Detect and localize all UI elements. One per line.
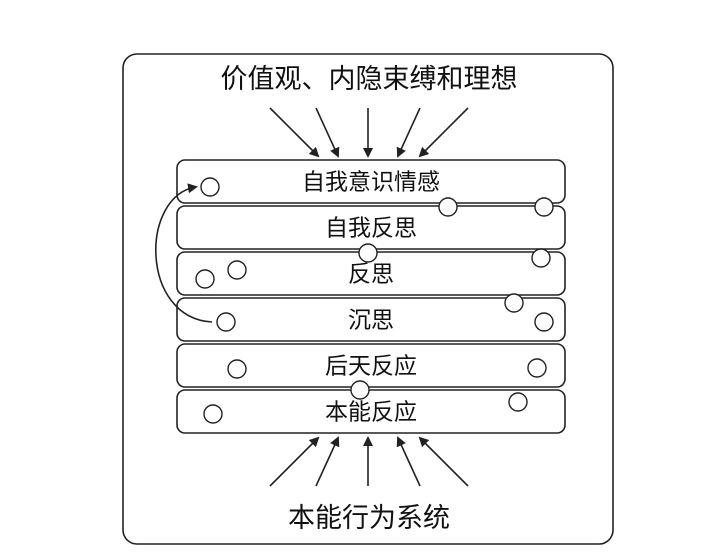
layer-label: 本能反应 <box>325 400 417 426</box>
layer-box <box>176 159 566 204</box>
bottom-arrows <box>269 436 469 487</box>
top-arrow-2 <box>315 107 340 158</box>
bottom-arrow-2 <box>315 436 340 487</box>
layer-box <box>176 297 566 342</box>
layer-label: 沉思 <box>348 308 394 334</box>
top-arrow-5 <box>418 107 469 158</box>
bottom-caption: 本能行为系统 <box>288 503 450 534</box>
feedback-loop-arrow <box>155 183 213 323</box>
bottom-arrow-4 <box>396 436 421 487</box>
top-arrow-4 <box>396 107 421 158</box>
marker <box>227 359 247 379</box>
marker <box>438 197 458 217</box>
layer-label: 自我反思 <box>325 216 417 242</box>
marker <box>534 197 554 217</box>
marker <box>350 380 370 400</box>
layer-box <box>176 343 566 388</box>
marker <box>534 312 554 332</box>
marker <box>508 392 528 412</box>
layer-box <box>176 389 566 434</box>
marker <box>216 312 236 332</box>
marker <box>527 358 547 378</box>
bottom-arrow-1 <box>269 436 320 487</box>
marker <box>504 293 524 313</box>
marker <box>203 404 223 424</box>
marker <box>358 243 378 263</box>
layer-label: 反思 <box>348 262 394 288</box>
layer-label: 后天反应 <box>325 354 417 380</box>
top-arrow-1 <box>269 107 320 158</box>
marker <box>227 260 247 280</box>
marker <box>531 248 551 268</box>
marker <box>200 177 220 197</box>
top-caption: 价值观、内隐束缚和理想 <box>221 64 518 95</box>
bottom-arrow-5 <box>418 436 469 487</box>
layer-label: 自我意识情感 <box>302 170 440 196</box>
marker <box>195 269 215 289</box>
top-arrows <box>269 107 469 158</box>
circle-markers <box>195 177 554 424</box>
